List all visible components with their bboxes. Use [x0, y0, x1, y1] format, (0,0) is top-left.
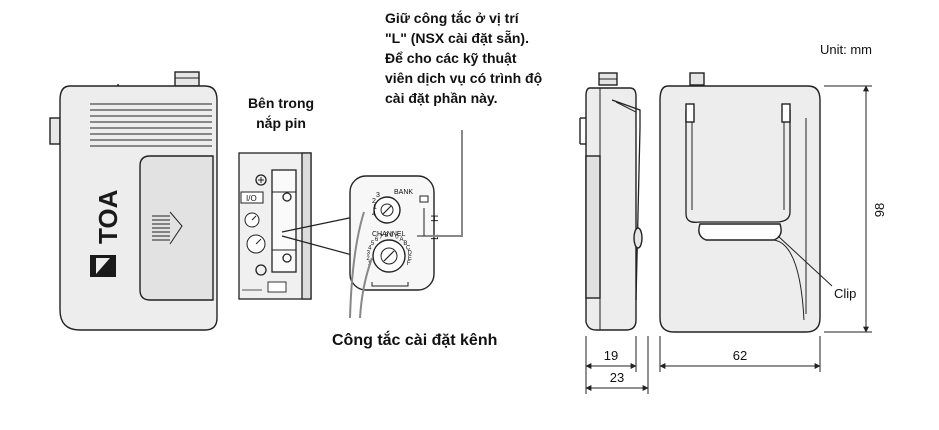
channel-digit: 6 — [375, 237, 379, 243]
channel-digit: B — [403, 241, 407, 247]
inside-cover-line-2: nắp pin — [256, 115, 306, 131]
channel-digit: 4 — [368, 246, 372, 252]
channel-digit: 2 — [366, 256, 370, 262]
hl-switch-leader — [430, 130, 463, 237]
bank-dial-leader — [349, 211, 365, 319]
channel-digit: C — [406, 246, 411, 252]
svg-text:1: 1 — [373, 204, 377, 211]
callout-line-3: Để cho các kỹ thuật — [385, 50, 517, 66]
front-antenna — [174, 71, 200, 87]
channel-digit: E — [408, 256, 412, 262]
compartment-screw — [282, 192, 292, 202]
side-clip-bump — [633, 227, 643, 249]
svg-text:3: 3 — [376, 192, 380, 199]
channel-digit: A — [399, 237, 403, 243]
channel-label: CHANNEL — [372, 231, 406, 238]
battery-plus-terminal — [255, 174, 267, 186]
channel-digit: 0 — [395, 235, 399, 241]
hl-switch-callout: Giữ công tắc ở vị trí "L" (NSX cài đặt s… — [385, 8, 585, 108]
channel-switch-label: Công tắc cài đặt kênh — [332, 332, 498, 349]
dim-depth-total-value: 23 — [610, 370, 624, 385]
cover-latch-icon — [152, 211, 183, 245]
power-switch-label-box — [240, 191, 264, 204]
dim-depth-body-value: 19 — [604, 348, 618, 363]
channel-digit: F — [407, 261, 411, 267]
channel-dial-leader — [359, 257, 373, 319]
channel-digit: 3 — [367, 251, 371, 257]
dimension-lines — [585, 85, 872, 394]
back-body — [659, 85, 821, 333]
svg-text:2: 2 — [372, 198, 376, 205]
back-antenna — [689, 72, 705, 86]
inside-cover-line-1: Bên trong — [247, 95, 315, 111]
channel-digit: D — [408, 251, 413, 257]
battery-compartment — [238, 152, 312, 300]
callout-line-5: cài đặt phần này. — [385, 90, 498, 106]
svg-text:4: 4 — [372, 211, 376, 218]
toa-logo-icon — [90, 255, 116, 277]
callout-lines — [349, 130, 463, 319]
inside-cover-label: Bên trong nắp pin — [231, 93, 331, 133]
channel-digit: 9 — [390, 233, 394, 239]
battery-minus-terminal — [255, 264, 267, 276]
front-ridges — [90, 103, 212, 147]
front-side-button — [49, 117, 61, 145]
callout-line-1: Giữ công tắc ở vị trí — [385, 10, 519, 26]
side-clip — [611, 99, 641, 301]
dim-height-value: 98 — [872, 203, 887, 217]
callout-line-4: viên dịch vụ có trình độ — [385, 70, 543, 86]
channel-digit: 8 — [385, 233, 389, 239]
power-switch-label: I/O — [246, 194, 257, 203]
bank-dial-digits: 1 2 3 4 — [372, 192, 380, 218]
channel-digit: 5 — [371, 241, 375, 247]
clip-grip — [698, 223, 782, 241]
callout-line-2: "L" (NSX cài đặt sẵn). — [385, 30, 529, 46]
dim-width-value: 62 — [733, 348, 747, 363]
side-view — [579, 72, 643, 331]
hl-switch-knob — [419, 195, 429, 203]
switch-h-label: H — [430, 215, 441, 222]
bank-label: BANK — [394, 189, 413, 196]
front-view — [49, 71, 218, 331]
belt-clip — [685, 110, 791, 223]
brand-logo-text: TOA — [93, 189, 123, 244]
unit-label: Unit: mm — [820, 42, 872, 57]
clip-leader — [777, 235, 833, 287]
back-view — [659, 72, 821, 333]
clip-label: Clip — [834, 286, 857, 301]
channel-digit: 7 — [379, 235, 383, 241]
